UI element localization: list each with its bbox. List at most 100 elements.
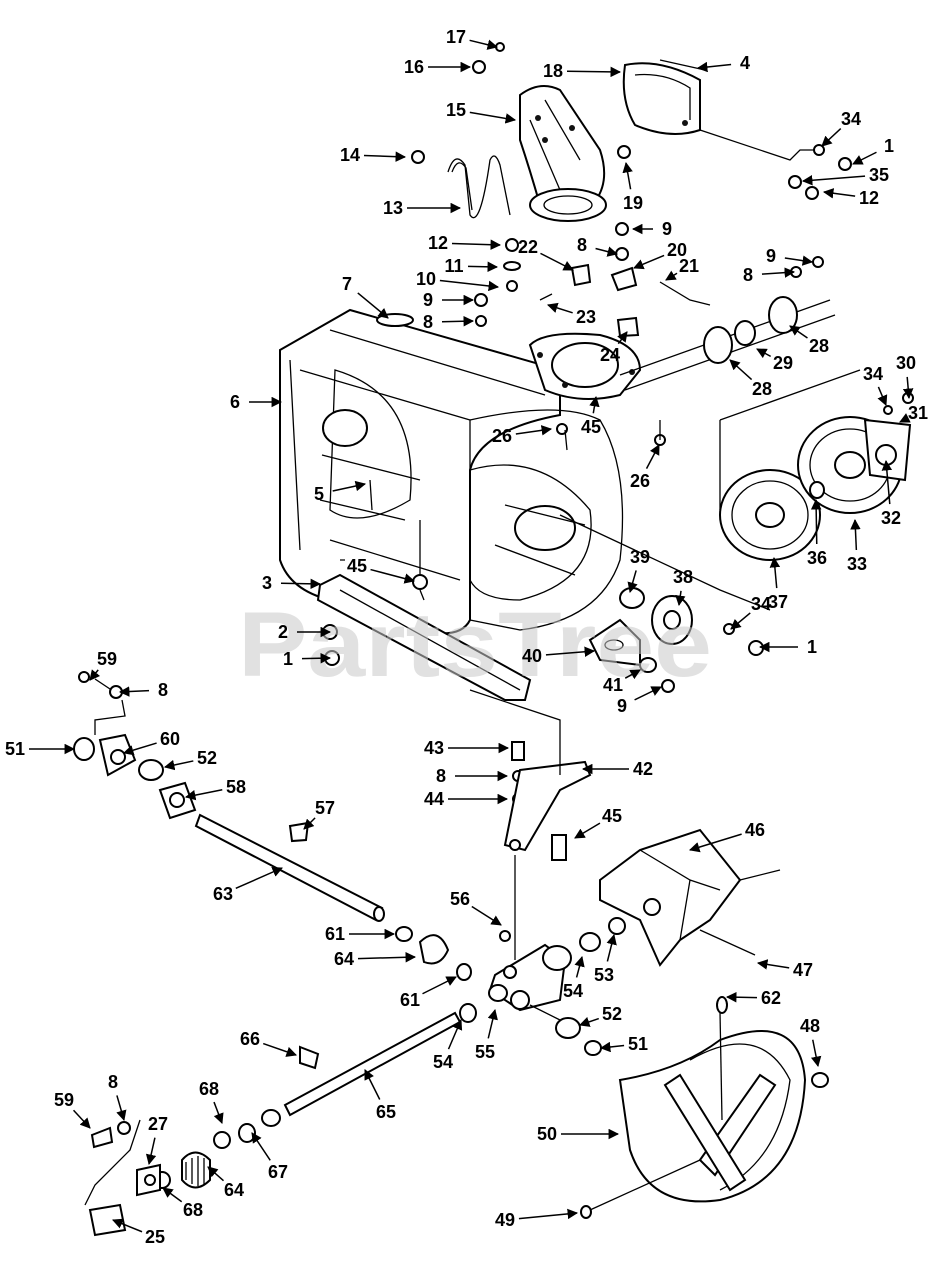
leader-arrow <box>251 1132 271 1161</box>
leader-arrow <box>566 66 622 78</box>
callout-number: 9 <box>617 696 627 716</box>
leader-arrow <box>574 822 601 839</box>
callout-number: 32 <box>881 508 901 528</box>
callout-26: 26 <box>630 444 660 491</box>
callout-48: 48 <box>800 1016 822 1068</box>
callout-number: 34 <box>751 594 771 614</box>
leader-arrow <box>118 686 150 697</box>
leader-arrow <box>122 742 157 756</box>
gearbox-group <box>459 689 626 1056</box>
callout-23: 23 <box>546 302 596 327</box>
callout-number: 64 <box>334 949 354 969</box>
leader-arrow <box>784 255 814 266</box>
leader-arrow <box>688 833 742 853</box>
callout-8: 8 <box>108 1072 127 1122</box>
leader-arrow <box>332 480 367 492</box>
callout-number: 33 <box>847 554 867 574</box>
leader-arrow <box>545 646 596 657</box>
callout-number: 31 <box>908 403 928 423</box>
callout-number: 3 <box>262 573 272 593</box>
callout-number: 52 <box>602 1004 622 1024</box>
callout-27: 27 <box>145 1114 168 1166</box>
callout-number: 10 <box>416 269 436 289</box>
callout-number: 8 <box>158 680 168 700</box>
callout-number: 28 <box>809 336 829 356</box>
callout-19: 19 <box>622 161 643 213</box>
callout-31: 31 <box>899 403 928 423</box>
callout-59: 59 <box>89 649 117 681</box>
callout-68: 68 <box>162 1187 203 1220</box>
callout-1: 1 <box>283 649 332 669</box>
leader-arrow <box>821 127 842 147</box>
leader-arrow <box>471 905 502 926</box>
callout-64: 64 <box>207 1166 244 1200</box>
callout-number: 34 <box>863 364 883 384</box>
callout-number: 49 <box>495 1210 515 1230</box>
callout-44: 44 <box>424 789 509 809</box>
auger-shaft-group <box>73 671 472 981</box>
leader-arrow <box>696 61 732 73</box>
leader-arrow <box>729 359 753 381</box>
leader-arrow <box>163 759 194 771</box>
leader-arrow <box>487 1008 498 1039</box>
callout-34: 34 <box>730 594 771 630</box>
callout-number: 63 <box>213 884 233 904</box>
callout-16: 16 <box>404 57 472 77</box>
leader-arrow <box>645 444 660 469</box>
callout-68: 68 <box>199 1079 224 1124</box>
callout-64: 64 <box>334 949 417 969</box>
callout-number: 8 <box>423 312 433 332</box>
callout-number: 37 <box>768 592 788 612</box>
callout-56: 56 <box>450 889 502 926</box>
callout-11: 11 <box>444 256 499 276</box>
callout-24: 24 <box>600 331 628 365</box>
leader-arrow <box>116 1095 127 1122</box>
callout-number: 68 <box>199 1079 219 1099</box>
callout-3: 3 <box>262 573 322 593</box>
watermark: PartsTree <box>238 594 712 696</box>
callout-62: 62 <box>725 988 781 1008</box>
leader-arrow <box>899 413 911 423</box>
callout-number: 40 <box>522 646 542 666</box>
leader-arrow <box>357 952 417 963</box>
callout-number: 9 <box>766 246 776 266</box>
callout-49: 49 <box>495 1208 579 1230</box>
callout-60: 60 <box>122 729 180 756</box>
callout-number: 59 <box>54 1090 74 1110</box>
callout-45: 45 <box>574 806 622 839</box>
leader-arrow <box>518 1208 579 1220</box>
callout-35: 35 <box>801 165 889 186</box>
callout-number: 56 <box>450 889 470 909</box>
callout-54: 54 <box>433 1019 463 1072</box>
callout-1: 1 <box>852 136 894 165</box>
leader-arrow <box>574 955 585 978</box>
leader-arrow <box>665 270 678 281</box>
callout-number: 36 <box>807 548 827 568</box>
callout-32: 32 <box>881 459 901 528</box>
leader-arrow <box>469 111 517 124</box>
callout-55: 55 <box>475 1008 498 1062</box>
callout-number: 45 <box>602 806 622 826</box>
callout-number: 12 <box>859 188 879 208</box>
callout-number: 41 <box>603 675 623 695</box>
pulley-assembly <box>559 256 914 611</box>
leader-arrow <box>303 817 316 830</box>
callout-number: 14 <box>340 145 360 165</box>
auger-housing <box>279 222 711 635</box>
leader-arrow <box>162 1187 183 1203</box>
leader-arrow <box>624 669 641 680</box>
callout-1: 1 <box>758 637 817 657</box>
leader-arrow <box>422 976 457 995</box>
callout-number: 38 <box>673 567 693 587</box>
leader-arrow <box>235 867 283 890</box>
callout-36: 36 <box>807 498 827 568</box>
callout-number: 52 <box>197 748 217 768</box>
callout-number: 12 <box>428 233 448 253</box>
callout-number: 13 <box>383 198 403 218</box>
leader-arrow <box>357 292 389 319</box>
callout-40: 40 <box>522 646 596 666</box>
callout-number: 35 <box>869 165 889 185</box>
callout-8: 8 <box>423 312 475 332</box>
leader-arrow <box>730 612 751 630</box>
